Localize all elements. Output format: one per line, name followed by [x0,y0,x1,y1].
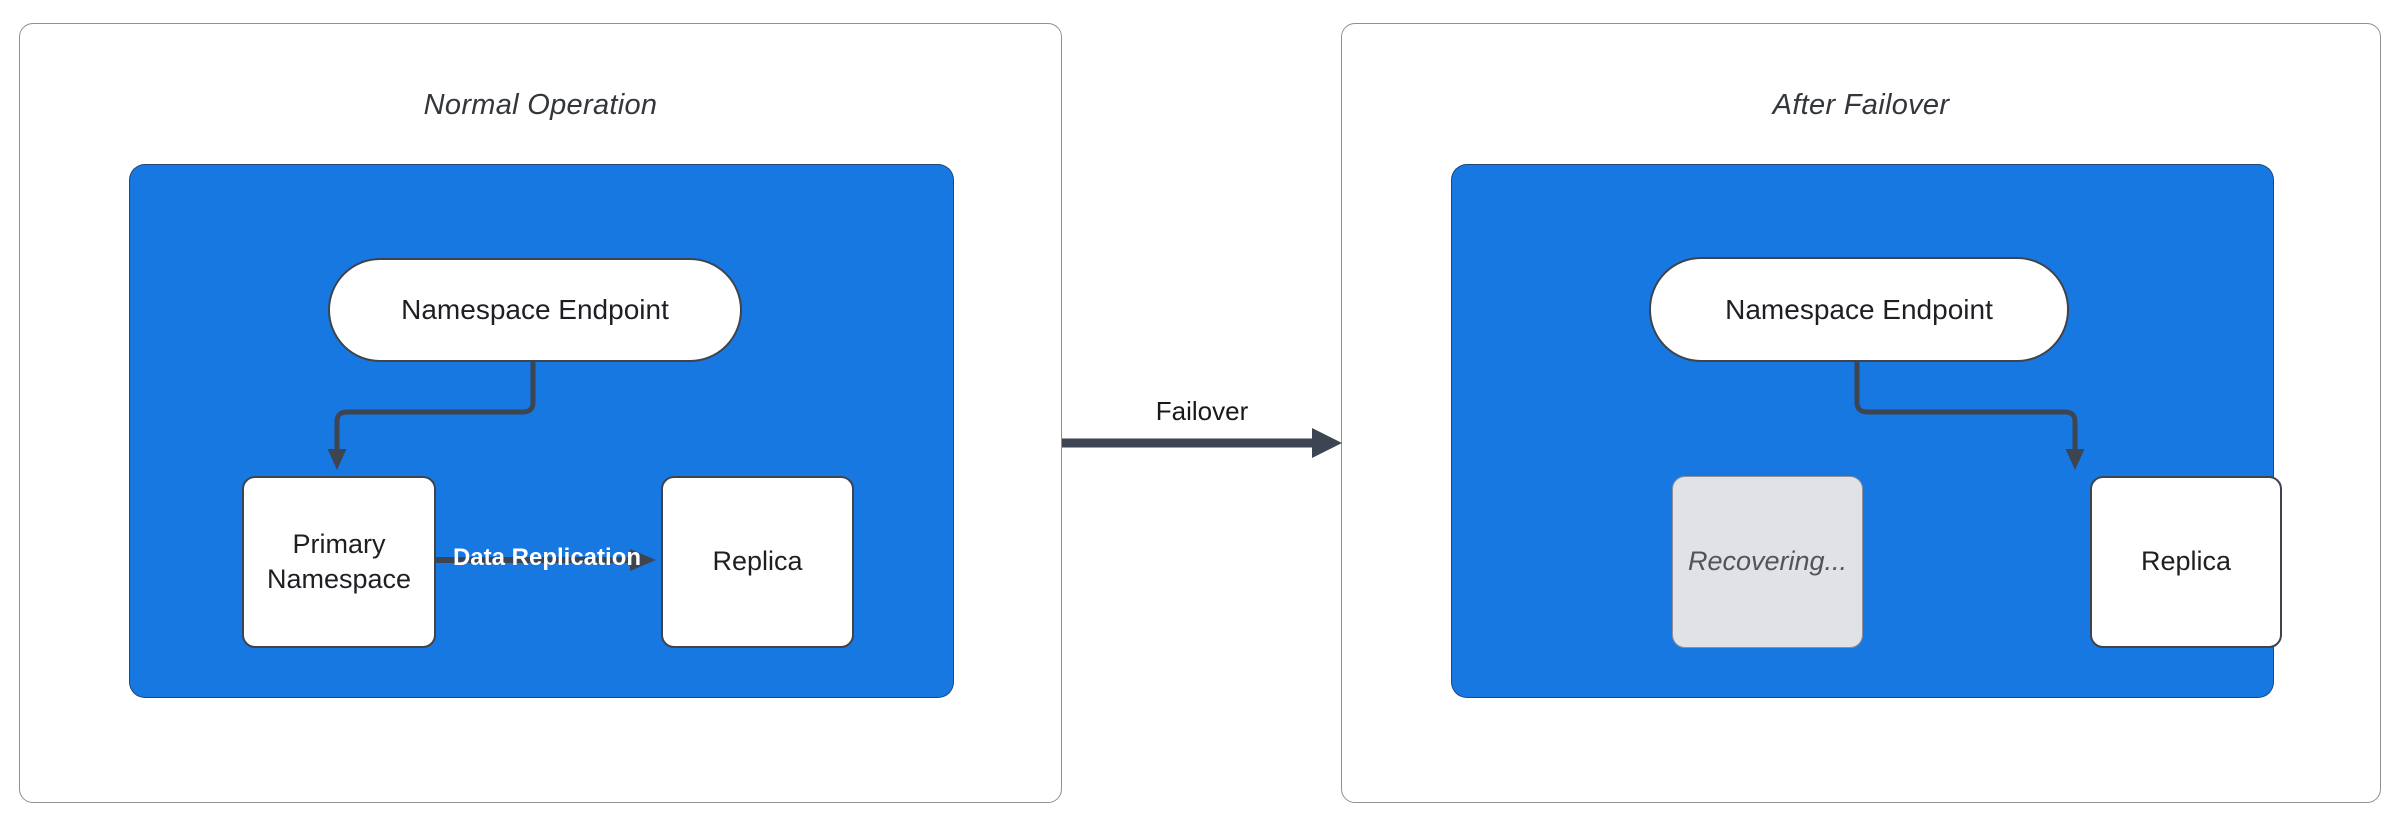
node-replica-normal: Replica [661,476,854,648]
node-label: Replica [712,546,803,577]
node-label: Namespace Endpoint [1725,293,1993,325]
node-namespace-endpoint-normal: Namespace Endpoint [328,258,742,362]
arrow-failover [1062,428,1342,458]
node-namespace-endpoint-failover: Namespace Endpoint [1649,257,2069,362]
panel-title-normal-operation: Normal Operation [423,89,658,121]
node-replica-failover: Replica [2090,476,2282,648]
node-label: Namespace Endpoint [401,294,669,325]
edge-label-failover: Failover [1155,396,1249,426]
node-recovering: Recovering... [1672,476,1863,648]
node-label: Recovering... [1687,546,1848,577]
namespace-container-failover: Namespace Endpoint Recovering... Replica [1451,164,2282,698]
node-label: Replica [2140,546,2232,577]
panel-normal-operation: Normal Operation Namespace Endpoint Prim… [19,23,1062,803]
namespace-container-normal: Namespace Endpoint Primary Namespace Rep… [129,164,954,698]
node-primary-namespace: Primary Namespace [242,476,436,648]
node-label: Primary Namespace [266,528,412,594]
panel-title-after-failover: After Failover [1772,89,1950,121]
panel-after-failover: After Failover Namespace Endpoint Recove… [1341,23,2381,803]
